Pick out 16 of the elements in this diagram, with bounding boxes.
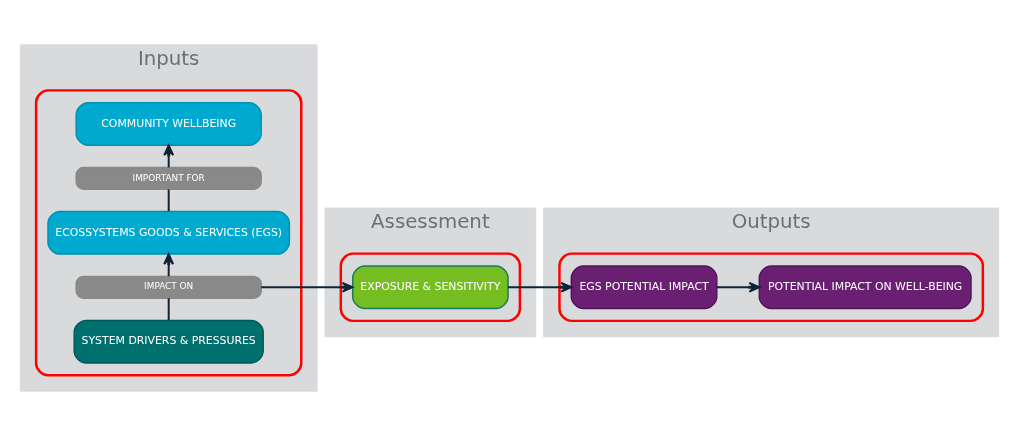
- cluster: [34, 89, 303, 377]
- node-box: POTENTIAL IMPACT ON WELL-BEING: [758, 265, 972, 310]
- node-box: IMPORTANT FOR: [75, 166, 262, 191]
- arrow: [163, 144, 175, 169]
- node-box: EXPOSURE & SENSITIVITY: [351, 265, 509, 310]
- node-box: EGS POTENTIAL IMPACT: [570, 265, 718, 310]
- arrow: [163, 253, 175, 278]
- node-box: IMPACT ON: [75, 275, 262, 299]
- connector: [167, 297, 170, 321]
- connector: [167, 188, 170, 213]
- node-box: SYSTEM DRIVERS & PRESSURES: [73, 319, 264, 364]
- arrow: [507, 281, 573, 293]
- node-box: ECOSSYSTEMS GOODS & SERVICES (EGS): [47, 210, 291, 255]
- arrow: [715, 281, 761, 293]
- node-box: COMMUNITY WELLBEING: [75, 102, 262, 147]
- arrow: [260, 281, 354, 293]
